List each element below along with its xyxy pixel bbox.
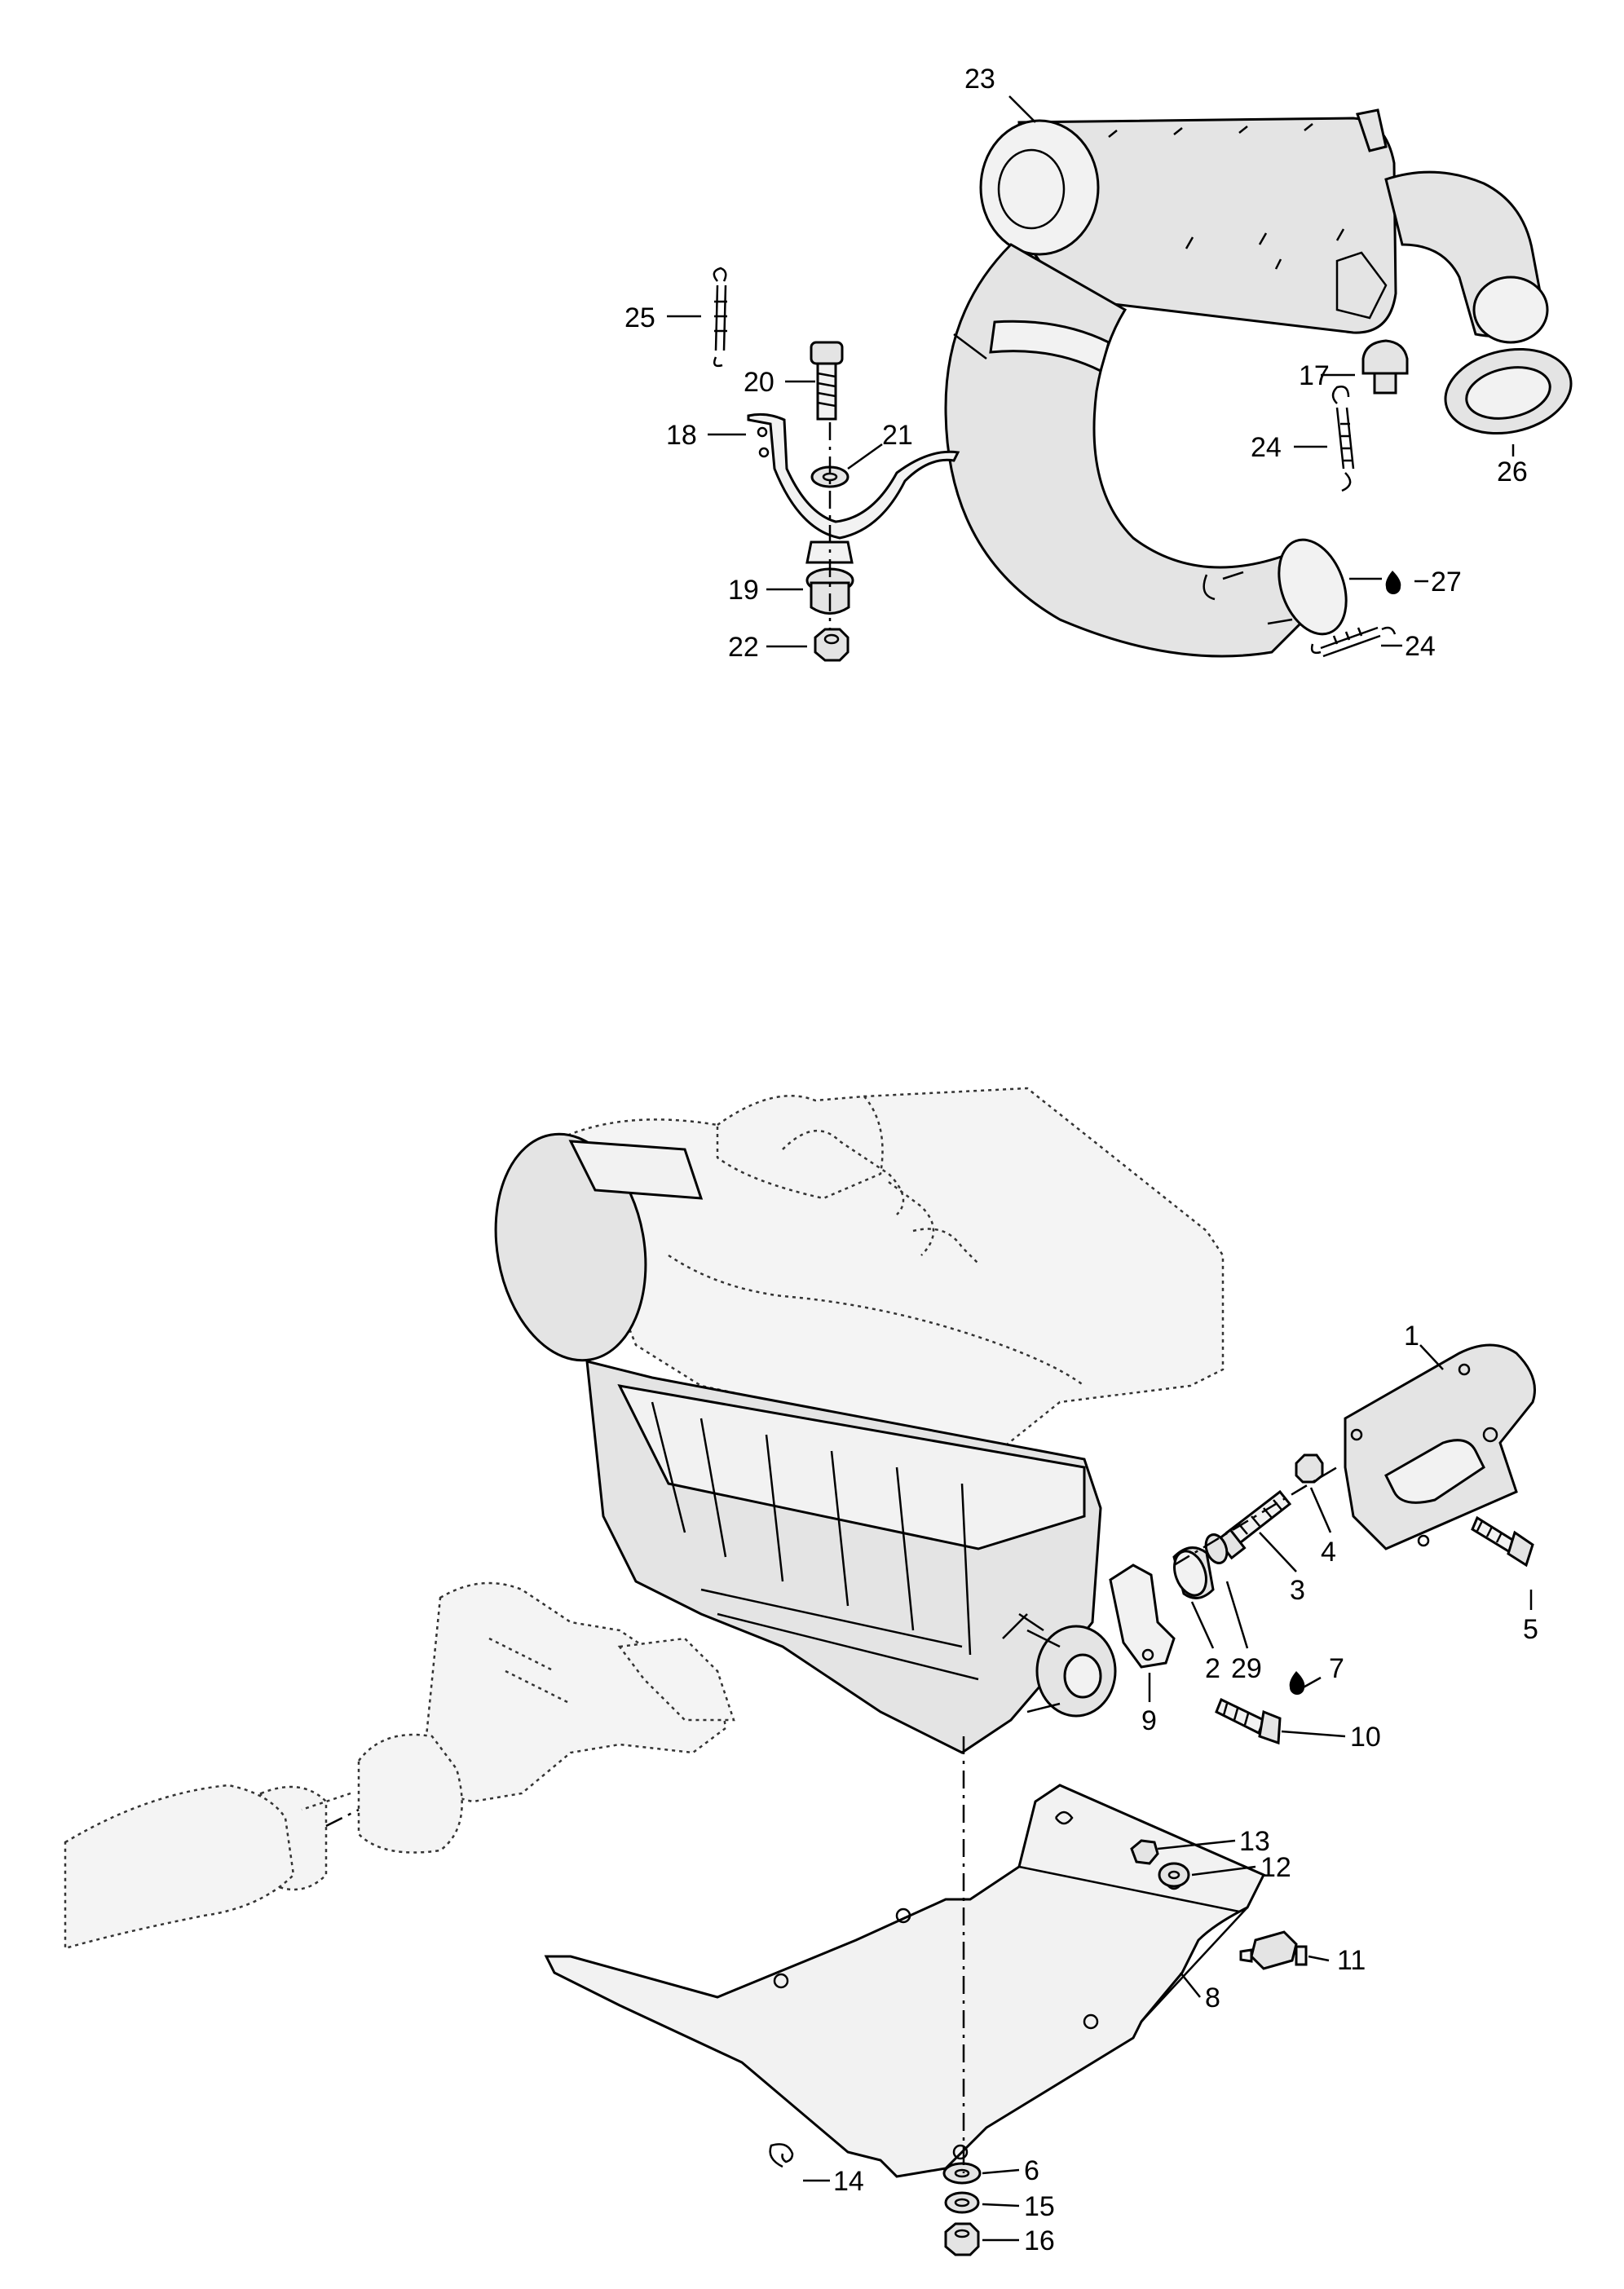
callout-17: 17 xyxy=(1299,360,1330,391)
part-9-bracket xyxy=(1109,1563,1176,1669)
callout-14: 14 xyxy=(833,2166,864,2197)
part-1-mount-plate xyxy=(1344,1343,1536,1550)
part-11-stopper xyxy=(1239,1930,1308,1970)
callout-8: 8 xyxy=(1205,1982,1220,2013)
part-8-support-plate xyxy=(544,1784,1266,2178)
part-25-spring xyxy=(713,267,727,368)
part-18-bracket xyxy=(747,412,960,564)
assembly-axis-manifold xyxy=(325,1808,360,1828)
callout-24-upper: 24 xyxy=(1251,432,1282,463)
part-26-ring xyxy=(1444,347,1573,435)
callout-6: 6 xyxy=(1024,2155,1039,2186)
callout-29: 29 xyxy=(1231,1653,1262,1684)
callout-22: 22 xyxy=(728,632,759,663)
callout-11: 11 xyxy=(1337,1945,1366,1976)
part-14-clip xyxy=(769,2143,794,2168)
callout-20: 20 xyxy=(744,367,774,398)
muffler-group xyxy=(713,108,1573,662)
callout-13: 13 xyxy=(1239,1826,1270,1857)
callout-27: 27 xyxy=(1431,567,1462,598)
oil-drop-icon xyxy=(1289,1671,1305,1695)
engine-outline xyxy=(494,1087,1225,1754)
callout-26: 26 xyxy=(1497,456,1528,487)
callout-23: 23 xyxy=(964,64,995,95)
part-22-nut xyxy=(814,628,850,662)
callout-7: 7 xyxy=(1329,1653,1344,1684)
callout-25: 25 xyxy=(624,302,655,333)
callout-15: 15 xyxy=(1024,2191,1055,2222)
part-24-spring-upper xyxy=(1331,386,1355,492)
callout-12: 12 xyxy=(1260,1852,1291,1883)
muffler-inlet-pipe xyxy=(944,243,1348,658)
callout-24-lower: 24 xyxy=(1405,631,1436,662)
oil-drop-icon xyxy=(1385,571,1401,594)
callout-10: 10 xyxy=(1350,1722,1381,1753)
part-16-nut xyxy=(944,2222,980,2256)
part-4-nut xyxy=(1295,1453,1324,1484)
part-20-bolt xyxy=(810,341,844,421)
part-15-lock-washer xyxy=(944,2191,980,2214)
callout-16: 16 xyxy=(1024,2225,1055,2256)
part-6-washer xyxy=(942,2162,982,2185)
assembly-axis-mount xyxy=(1173,1466,1338,1567)
callout-21: 21 xyxy=(882,420,913,451)
part-13-nut xyxy=(1130,1839,1159,1865)
part-5-bolt xyxy=(1471,1515,1534,1568)
callout-9: 9 xyxy=(1141,1705,1157,1736)
part-24-spring-lower xyxy=(1310,626,1397,658)
callout-4: 4 xyxy=(1321,1537,1336,1568)
callout-labels: 23 25 20 18 21 19 22 17 24 26 27 24 1 4 … xyxy=(624,64,1538,2256)
engine-group xyxy=(64,1087,1536,2256)
part-19-rubber-mount xyxy=(805,567,854,615)
part-2-rubber-mount xyxy=(1172,1546,1215,1599)
callout-2: 2 xyxy=(1205,1653,1220,1684)
callout-19: 19 xyxy=(728,575,759,606)
part-23-muffler xyxy=(979,108,1549,344)
part-10-bolt xyxy=(1215,1697,1282,1745)
exhaust-manifold-outline xyxy=(64,1581,735,1950)
callout-1: 1 xyxy=(1404,1321,1419,1352)
callout-5: 5 xyxy=(1523,1614,1538,1645)
part-17-cap xyxy=(1361,339,1409,395)
part-12-washer xyxy=(1158,1862,1190,1888)
callout-18: 18 xyxy=(666,420,697,451)
part-3-stud xyxy=(1216,1489,1292,1560)
callout-3: 3 xyxy=(1290,1575,1305,1606)
